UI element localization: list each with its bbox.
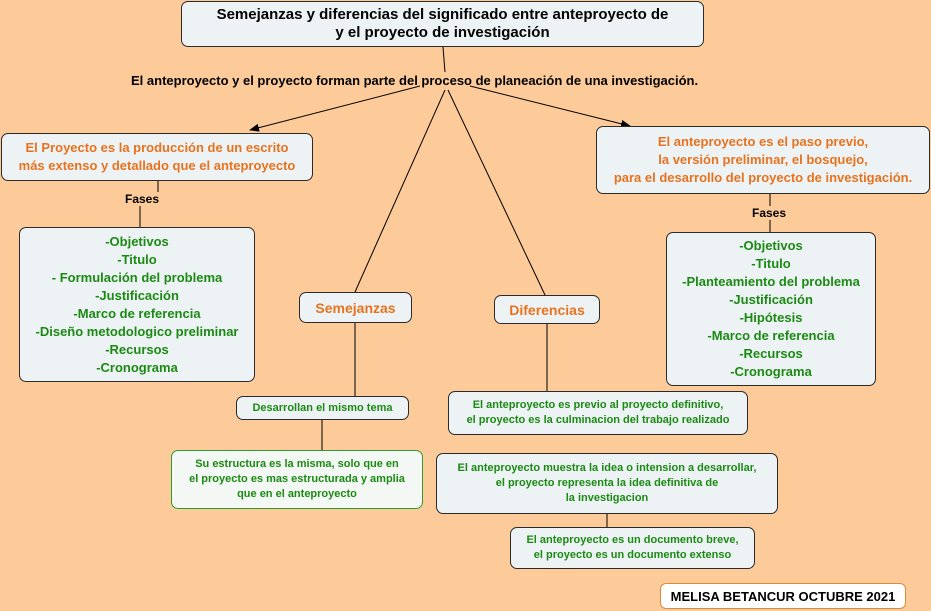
diferencia-item-1: El anteproyecto es previo al proyecto de… — [448, 391, 748, 435]
list-item: -Marco de referencia — [707, 328, 835, 343]
diferencia-item-2: El anteproyecto muestra la idea o intens… — [436, 453, 778, 514]
anteproyecto-fases-label: Fases — [752, 206, 787, 220]
list-item: -Marco de referencia — [73, 305, 201, 321]
semejanza-item-1: Desarrollan el mismo tema — [236, 396, 409, 420]
title-text: Semejanzas y diferencias del significado… — [216, 6, 669, 41]
anteproyecto-fases-list: -Objetivos -Titulo -Planteamiento del pr… — [666, 232, 876, 386]
proyecto-fases-label: Fases — [125, 192, 160, 206]
diferencias-label: Diferencias — [509, 301, 585, 318]
list-item: -Recursos — [105, 341, 169, 357]
list-item: -Planteamiento del problema — [682, 274, 860, 289]
anteproyecto-definition-node: El anteproyecto es el paso previo, la ve… — [596, 126, 930, 194]
diferencias-node: Diferencias — [494, 295, 600, 324]
proyecto-definition-text: El Proyecto es la producción de un escri… — [18, 140, 296, 173]
list-item: -Justificación — [95, 287, 179, 303]
list-item: -Cronograma — [730, 364, 812, 379]
anteproyecto-definition-text: El anteproyecto es el paso previo, la ve… — [613, 134, 913, 185]
author-signature: MELISA BETANCUR OCTUBRE 2021 — [660, 583, 906, 609]
list-item: -Recursos — [739, 346, 803, 361]
list-item: - Formulación del problema — [51, 269, 223, 285]
proyecto-definition-node: El Proyecto es la producción de un escri… — [1, 133, 313, 181]
list-item: -Objetivos — [105, 233, 169, 249]
list-item: -Diseño metodologico preliminar — [35, 323, 239, 339]
diferencia-item-3: El anteproyecto es un documento breve, e… — [510, 527, 755, 569]
semejanza-item-2: Su estructura es la misma, solo que en e… — [171, 450, 423, 509]
list-item: -Hipótesis — [739, 310, 803, 325]
title-node: Semejanzas y diferencias del significado… — [181, 1, 704, 47]
semejanzas-label: Semejanzas — [315, 299, 396, 316]
semejanza-item-text: Desarrollan el mismo tema — [252, 401, 393, 414]
list-item: -Titulo — [117, 251, 157, 267]
proyecto-fases-list: -Objetivos -Titulo - Formulación del pro… — [19, 227, 255, 382]
list-item: -Objetivos — [739, 238, 803, 253]
list-item: -Titulo — [751, 256, 791, 271]
diferencia-item-text: El anteproyecto muestra la idea o intens… — [457, 462, 757, 504]
semejanzas-node: Semejanzas — [299, 292, 412, 323]
diferencia-item-text: El anteproyecto es un documento breve, e… — [526, 534, 739, 561]
list-item: -Cronograma — [96, 359, 178, 375]
semejanza-item-text: Su estructura es la misma, solo que en e… — [189, 458, 405, 500]
subtitle-text: El anteproyecto y el proyecto forman par… — [131, 73, 699, 88]
list-item: -Justificación — [729, 292, 813, 307]
diferencia-item-text: El anteproyecto es previo al proyecto de… — [466, 399, 730, 426]
